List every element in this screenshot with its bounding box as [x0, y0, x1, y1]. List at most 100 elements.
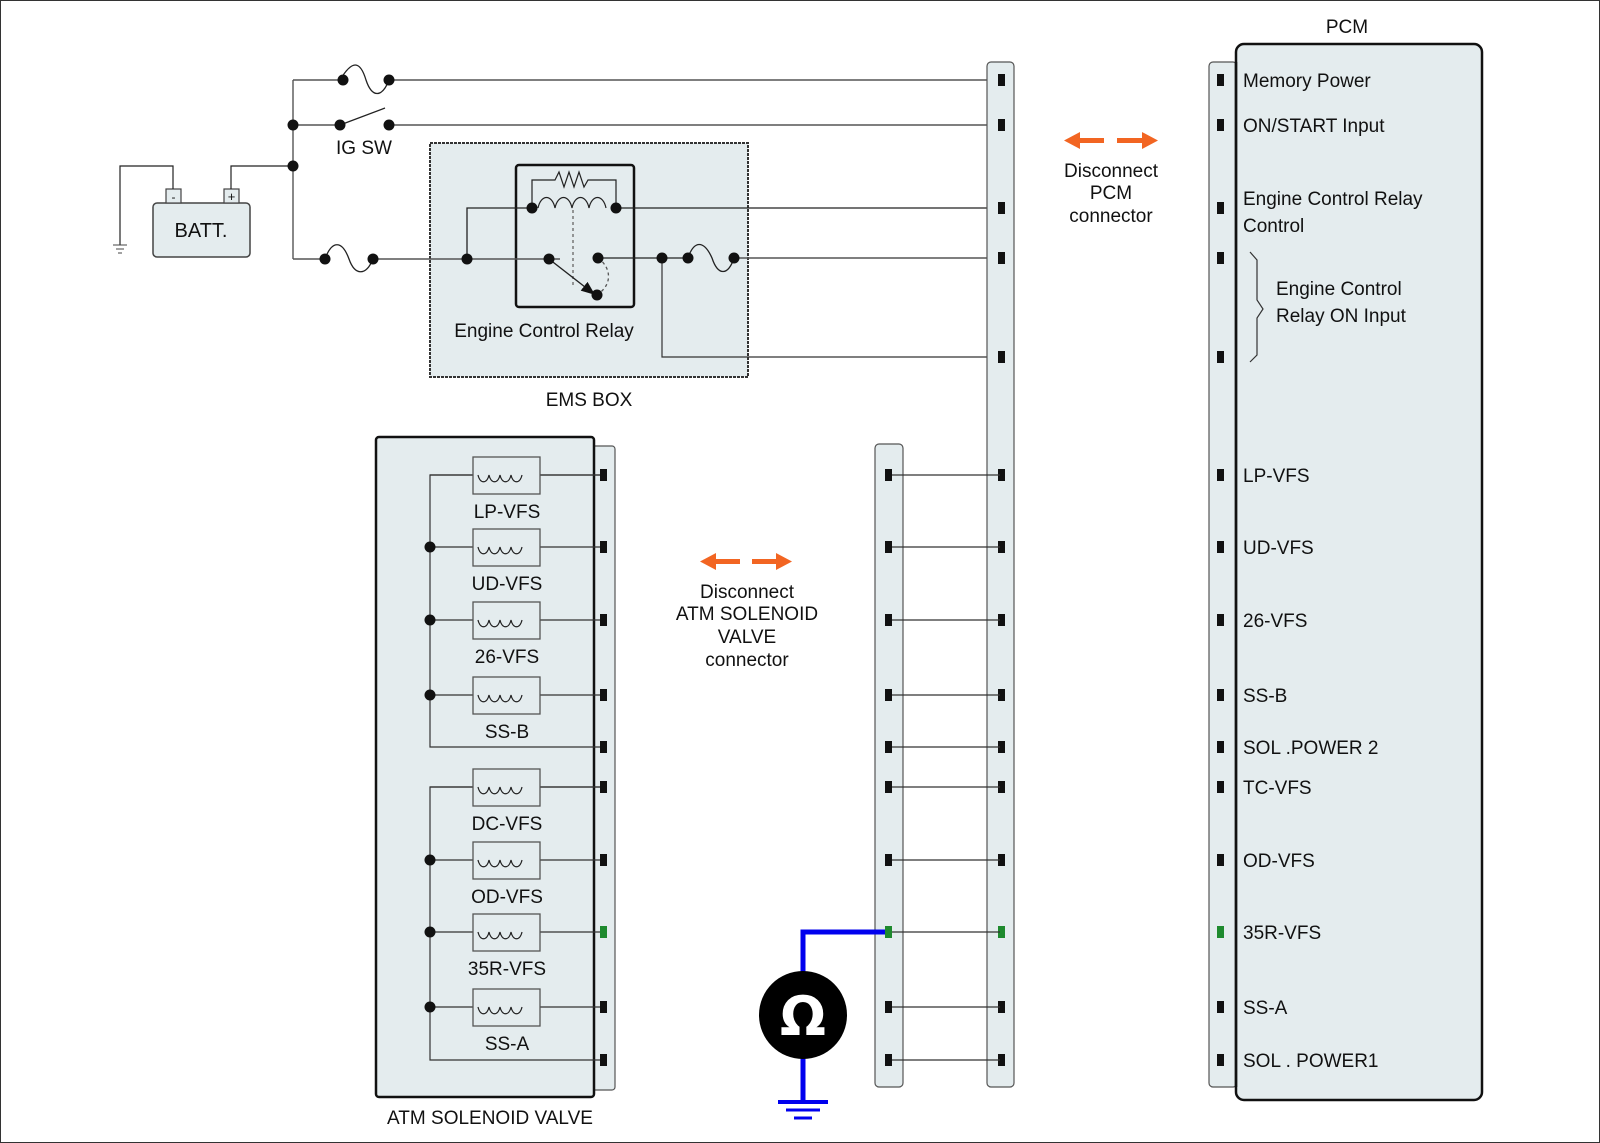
pcm-pin-terminal [1217, 1001, 1224, 1013]
pcm-pin-label: 26-VFS [1243, 611, 1307, 632]
atm-pin-terminal [600, 741, 607, 753]
pcm-pin-label-line2: Control [1243, 216, 1304, 237]
solenoid-label: LP-VFS [474, 502, 541, 523]
harness-pin-terminal [998, 689, 1005, 701]
atm-harness-pin-terminal [885, 781, 892, 793]
disconnect-atm-line4: connector [705, 650, 789, 671]
pcm-pin-label-line2: Relay ON Input [1276, 306, 1407, 327]
disconnect-pcm-arrows-icon [1064, 132, 1158, 149]
solenoid-coil-icon [477, 474, 523, 483]
solenoid-coil-icon [477, 619, 523, 628]
solenoid-26-vfs: 26-VFS [424, 601, 607, 668]
pcm-pin-label: ON/START Input [1243, 116, 1385, 137]
pcm-pin-label: OD-VFS [1243, 851, 1315, 872]
pcm-pin-terminal [1217, 351, 1224, 363]
solenoid-coil-icon [477, 786, 523, 795]
disconnect-pcm-line2: PCM [1090, 183, 1132, 204]
relay-coil-icon [537, 196, 607, 209]
disconnect-atm-line1: Disconnect [700, 582, 795, 603]
ems-box-label: EMS BOX [546, 390, 633, 411]
pcm-pin-label: SOL .POWER 2 [1243, 738, 1379, 759]
relay-switch-icon [548, 258, 596, 295]
disconnect-pcm-line1: Disconnect [1064, 161, 1159, 182]
harness-pin-terminal [998, 926, 1005, 938]
pcm-pin-label: Engine Control [1276, 279, 1402, 300]
pcm-pin-label: LP-VFS [1243, 466, 1310, 487]
ohmmeter-probe-lead [800, 929, 885, 975]
harness-pin-terminal [998, 252, 1005, 264]
fuse-icon [339, 64, 390, 95]
atm-harness-pin-terminal [885, 689, 892, 701]
ig-sw-label: IG SW [336, 138, 392, 159]
disconnect-atm-line2: ATM SOLENOID [676, 604, 818, 625]
disconnect-pcm-line3: connector [1069, 206, 1153, 227]
solenoid-coil-icon [477, 546, 523, 555]
pcm-pin-label: UD-VFS [1243, 538, 1314, 559]
atm-pin-terminal [600, 541, 607, 553]
battery: - + BATT. [152, 188, 251, 258]
solenoid-label: UD-VFS [472, 574, 543, 595]
pcm-pin-terminal [1217, 469, 1224, 481]
solenoid-coil-icon [477, 859, 523, 868]
ohm-symbol: Ω [780, 985, 826, 1048]
atm-harness-pin-terminal [885, 741, 892, 753]
harness-pin-terminal [998, 1001, 1005, 1013]
atm-pin-terminal [600, 854, 607, 866]
ohmmeter-icon [759, 971, 847, 1059]
pcm-pin-terminal [1217, 541, 1224, 553]
atm-harness-pin-terminal [885, 1054, 892, 1066]
atm-harness-pin-terminal [885, 926, 892, 938]
harness-pin-terminal [998, 741, 1005, 753]
ground-icon [113, 244, 127, 254]
atm-harness-pin-terminal [885, 614, 892, 626]
pcm-pin-terminal [1217, 119, 1224, 131]
engine-control-relay [514, 163, 636, 309]
pcm-pin-terminal [1217, 926, 1224, 938]
harness-pin-terminal [998, 202, 1005, 214]
pcm-pin-label: TC-VFS [1243, 778, 1312, 799]
pcm-pin-terminal [1217, 781, 1224, 793]
harness-connector-pcm-side [986, 61, 1015, 1088]
pcm-pin-terminal [1217, 854, 1224, 866]
pcm-pin-terminal [1217, 252, 1224, 264]
pcm-title: PCM [1326, 17, 1368, 38]
pcm-pin-terminal [1217, 202, 1224, 214]
pcm-pin-terminal [1217, 614, 1224, 626]
solenoid-ud-vfs: UD-VFS [424, 528, 607, 595]
solenoid-coil-icon [477, 1006, 523, 1015]
fuse-icon [324, 244, 374, 273]
ignition-switch-icon [339, 107, 386, 126]
junction-dots [287, 74, 740, 301]
harness-pin-terminal [998, 119, 1005, 131]
atm-harness-pin-terminal [885, 541, 892, 553]
resistor-icon [531, 170, 617, 208]
solenoid-label: 26-VFS [475, 647, 539, 668]
battery-neg-sign: - [172, 190, 176, 204]
atm-pin-terminal [600, 781, 607, 793]
harness-pin-terminal [998, 351, 1005, 363]
harness-pin-terminal [998, 74, 1005, 86]
solenoid-label: SS-A [485, 1034, 530, 1055]
disconnect-atm-arrows-icon [700, 553, 792, 570]
atm-pin-terminal [600, 926, 607, 938]
solenoid-label: DC-VFS [472, 814, 543, 835]
solenoid-ss-b: SS-B [424, 676, 607, 743]
fuse-icon [687, 243, 735, 273]
solenoid-dc-vfs: DC-VFS [430, 768, 607, 835]
solenoid-label: OD-VFS [471, 887, 543, 908]
harness-pin-terminal [998, 469, 1005, 481]
disconnect-atm-line3: VALVE [718, 627, 776, 648]
solenoid-label: SS-B [485, 722, 529, 743]
pcm-pin-label: SS-B [1243, 686, 1287, 707]
atm-harness-pin-terminal [885, 1001, 892, 1013]
atm-pin-terminal [600, 1054, 607, 1066]
atm-pin-terminal [600, 689, 607, 701]
solenoid-label: 35R-VFS [468, 959, 546, 980]
solenoid-od-vfs: OD-VFS [424, 841, 607, 908]
battery-label: BATT. [175, 220, 228, 242]
atm-harness-pin-terminal [885, 469, 892, 481]
battery-pos-sign: + [228, 189, 236, 204]
pcm-pin-label: Engine Control Relay [1243, 189, 1423, 210]
harness-pin-terminal [998, 854, 1005, 866]
